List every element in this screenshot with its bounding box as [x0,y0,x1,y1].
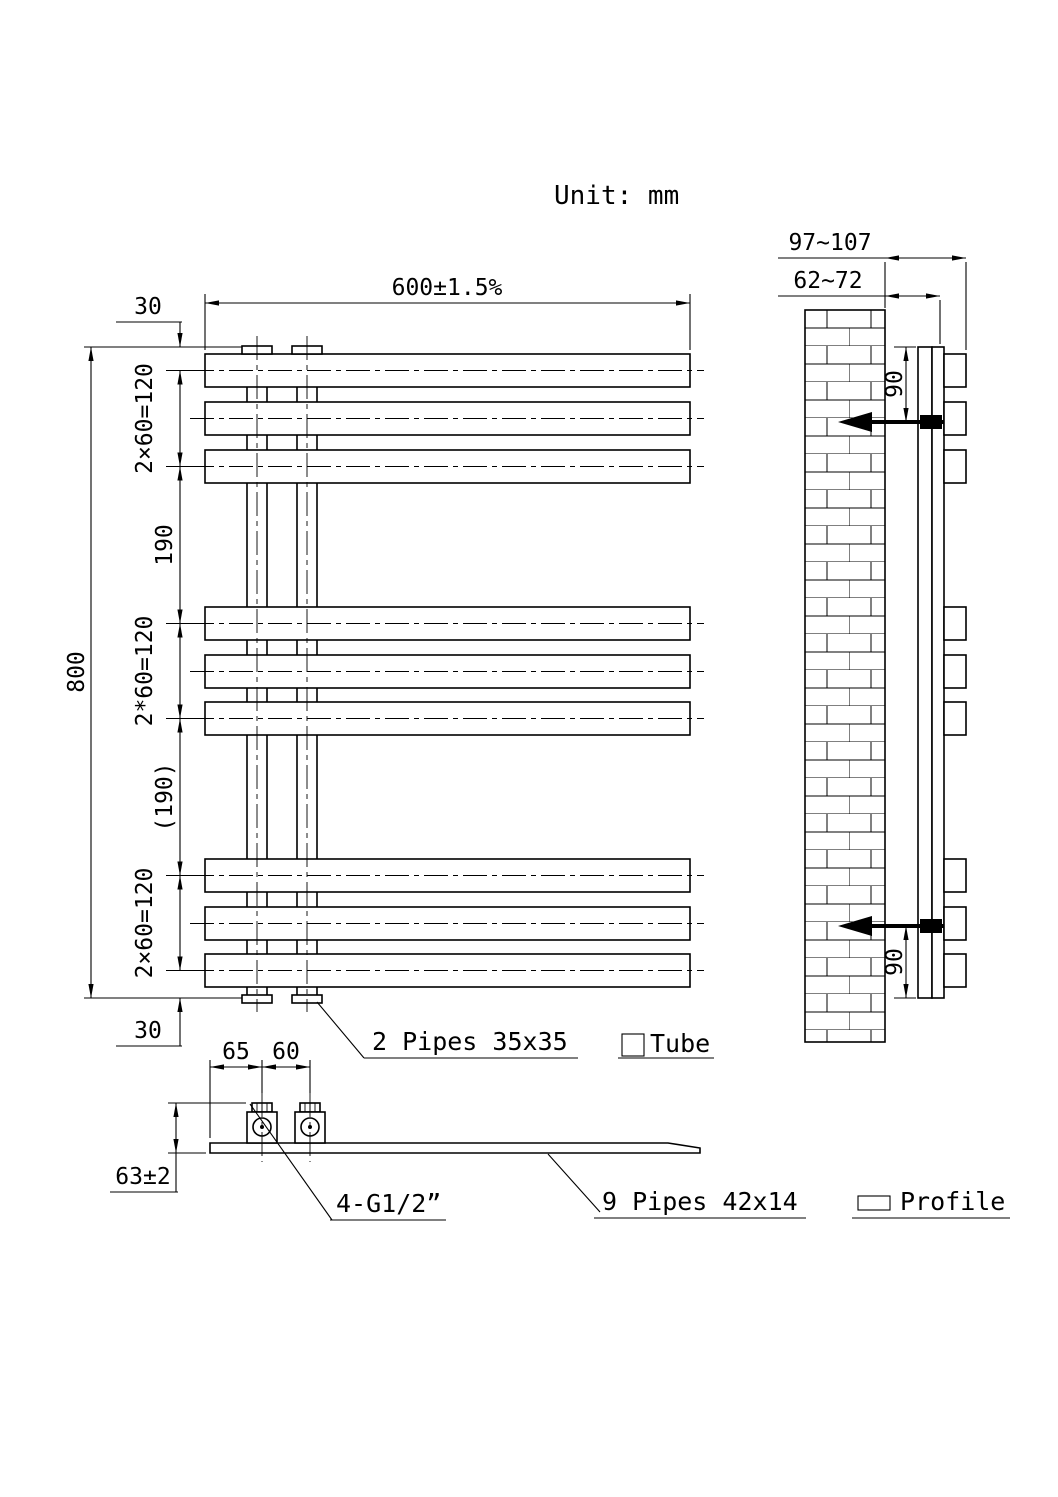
note-tube-label: Tube [650,1029,710,1058]
dim-width: 600±1.5% [392,275,503,301]
bottom-view-dimensions: 65 60 63±2 2 Pipes 35x35 Tube 4-G1/2” 9 … [110,1001,1010,1221]
note-flat-pipes: 9 Pipes 42x14 [602,1187,798,1216]
note-profile-label: Profile [900,1187,1005,1216]
dim-depth-bottom: 63±2 [115,1164,170,1190]
valve-fitting [246,1093,278,1162]
centerlines [190,336,704,1012]
dim-group-bottom: 2×60=120 [132,868,158,979]
dim-gap-bottom: (190) [152,762,178,831]
vertical-profile-side [931,346,945,999]
dim-bracket-bottom: 90 [882,948,908,976]
wall-anchor-bottom [838,916,944,936]
side-view [804,309,967,1043]
unit-note: Unit: mm [554,181,679,211]
dim-depth-wall: 62~72 [793,268,862,294]
profile-symbol [857,1195,891,1211]
dim-bracket-top: 90 [882,370,908,398]
bottom-view [209,1093,701,1162]
note-square-pipes: 2 Pipes 35x35 [372,1027,568,1056]
note-thread: 4-G1/2” [336,1189,441,1218]
dim-gap-top: 190 [152,524,178,566]
mounting-plate [917,346,933,999]
front-view-dimensions: 600±1.5% 800 30 30 2×60=120 190 2*60=120… [64,275,691,1047]
dim-depth-total: 97~107 [788,230,871,256]
side-view-dimensions: 97~107 62~72 90 90 [778,230,967,999]
dim-valve-inset: 65 [222,1039,250,1065]
dim-group-top: 2×60=120 [132,363,158,474]
wall-anchor-top [838,412,944,432]
flat-profile [209,1142,701,1154]
dim-top-offset: 30 [134,294,162,320]
dim-height: 800 [64,651,90,693]
dim-valve-spacing: 60 [272,1039,300,1065]
brick-wall [804,309,886,1043]
valve-fitting [294,1093,326,1162]
tube-symbol [621,1033,645,1057]
front-view [190,336,704,1012]
dim-bottom-offset: 30 [134,1018,162,1044]
bar-end-stubs [943,353,967,988]
dim-group-mid: 2*60=120 [132,616,158,727]
